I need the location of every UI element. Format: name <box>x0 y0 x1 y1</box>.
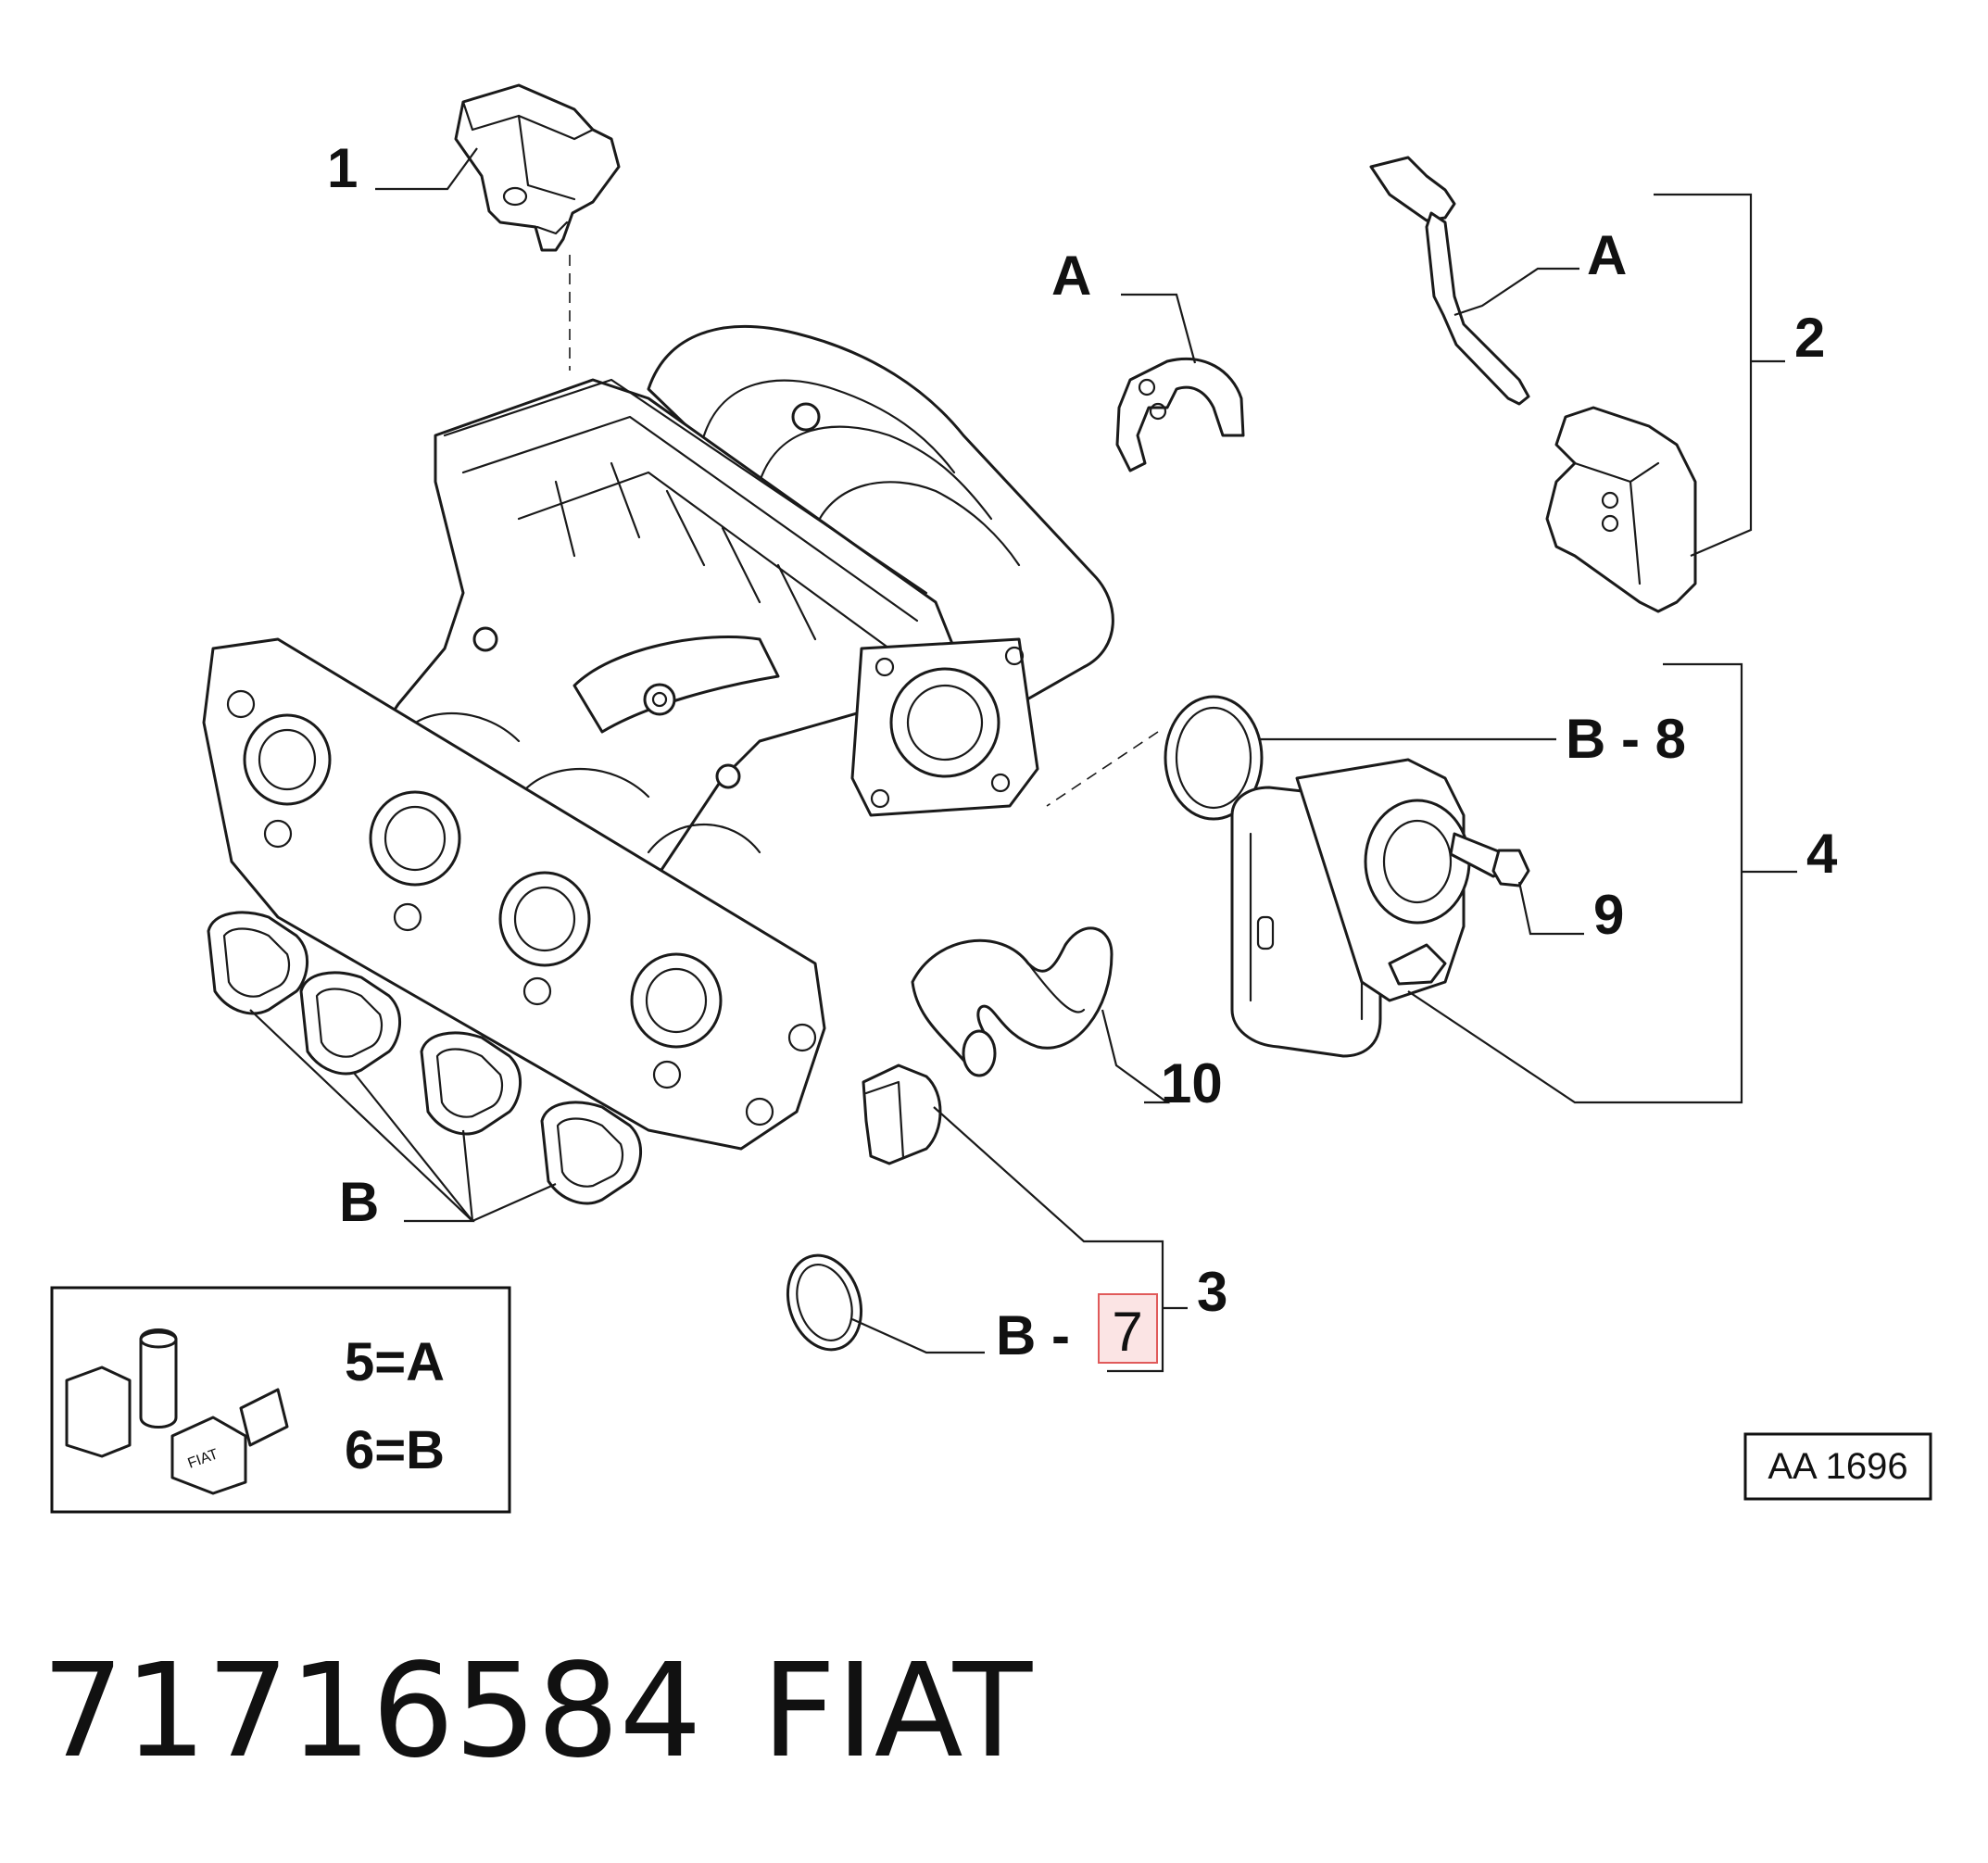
throttle-body-part-4 <box>1230 758 1471 1058</box>
seal-part-7 <box>786 1253 863 1352</box>
callout-b-prefix: B - <box>996 1304 1070 1366</box>
brand-name: FIAT <box>761 1636 1033 1787</box>
callout-9: 9 <box>1593 884 1624 946</box>
callout-4: 4 <box>1806 823 1838 885</box>
intake-manifold <box>202 325 1114 1151</box>
clip-part-a-left <box>1115 357 1245 472</box>
fiat-kit-logo: FIAT <box>65 1328 289 1495</box>
leader-lines <box>249 147 1797 1373</box>
manifold-ports <box>243 713 723 1049</box>
legend-line-1: 5=A <box>345 1332 445 1392</box>
sensor-part-1 <box>454 83 621 252</box>
legend-line-2: 6=B <box>345 1420 445 1480</box>
highlight-box <box>1098 1293 1158 1364</box>
gaskets-part-b <box>207 911 643 1205</box>
hose-part-10 <box>911 926 1114 1077</box>
callout-b-bottom: B <box>339 1171 379 1233</box>
callout-1: 1 <box>327 137 358 199</box>
callout-b-8: B - 8 <box>1566 708 1686 770</box>
callout-10: 10 <box>1161 1052 1223 1114</box>
callout-a-right: A <box>1587 224 1627 286</box>
o-ring-part-8 <box>1164 695 1264 821</box>
legend-box: FIAT 5=A 6=B <box>50 1286 511 1514</box>
breather-part-2 <box>1369 156 1697 613</box>
callout-a-left: A <box>1051 245 1091 307</box>
cap-part-3 <box>862 1064 942 1165</box>
callout-3: 3 <box>1197 1261 1227 1323</box>
callout-2: 2 <box>1794 307 1825 369</box>
reference-code: AA 1696 <box>1768 1446 1907 1487</box>
highlight-callout-7[interactable]: 7 <box>1098 1293 1158 1364</box>
dash-line-oring <box>1046 731 1159 807</box>
callout-7: 7 <box>1112 1301 1142 1363</box>
reference-code-box: AA 1696 <box>1743 1432 1932 1501</box>
part-number: 71716584 <box>42 1636 702 1787</box>
